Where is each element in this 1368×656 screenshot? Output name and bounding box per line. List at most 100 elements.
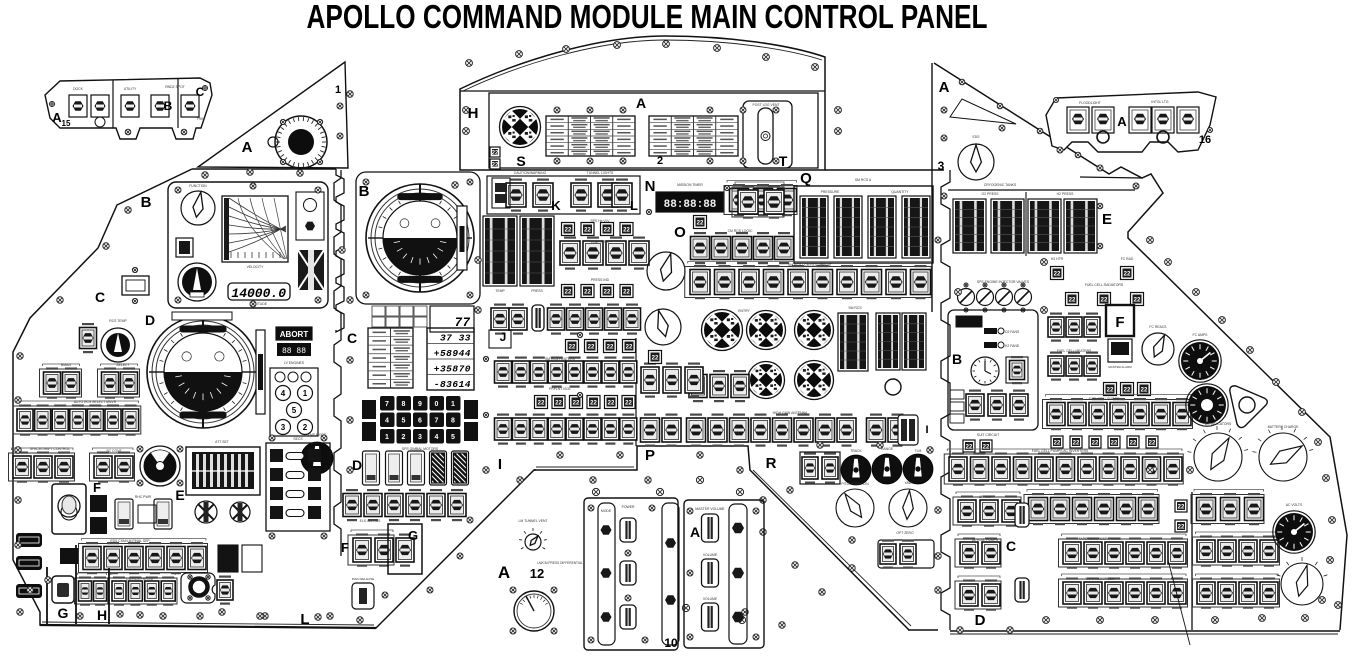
svg-text:5: 5 <box>292 406 297 415</box>
svg-text:POST LDG VENT: POST LDG VENT <box>752 103 779 107</box>
svg-text:22: 22 <box>1073 440 1080 446</box>
svg-text:D: D <box>352 457 362 473</box>
svg-text:22: 22 <box>590 400 597 406</box>
svg-text:22: 22 <box>565 289 572 295</box>
svg-text:OPT ZERO: OPT ZERO <box>896 531 914 535</box>
svg-text:PRESS IND: PRESS IND <box>591 278 610 282</box>
svg-text:22: 22 <box>1054 271 1061 277</box>
svg-text:TEMP: TEMP <box>495 289 505 293</box>
svg-text:TUNNEL LIGHTS: TUNNEL LIGHTS <box>587 171 614 175</box>
svg-text:22: 22 <box>1134 297 1141 303</box>
svg-text:FC AMPS: FC AMPS <box>1193 333 1209 337</box>
svg-text:LINE HTRS: LINE HTRS <box>591 240 609 244</box>
svg-text:POWER: POWER <box>622 505 635 509</box>
svg-text:22: 22 <box>1141 387 1148 393</box>
svg-text:22: 22 <box>555 400 562 406</box>
svg-text:3: 3 <box>938 159 945 173</box>
svg-text:9: 9 <box>418 401 422 408</box>
svg-text:TLM: TLM <box>915 449 922 453</box>
svg-text:22: 22 <box>1111 440 1118 446</box>
svg-text:E: E <box>175 487 184 503</box>
svg-text:5: 5 <box>402 418 406 425</box>
svg-text:GLYCOL PUMPS: GLYCOL PUMPS <box>972 538 999 542</box>
svg-text:P: P <box>645 447 655 464</box>
svg-text:22: 22 <box>625 400 632 406</box>
svg-text:C: C <box>1006 538 1016 554</box>
svg-text:22: 22 <box>652 355 659 361</box>
svg-text:22: 22 <box>1069 297 1076 303</box>
svg-text:22: 22 <box>584 289 591 295</box>
svg-text:22: 22 <box>573 400 580 406</box>
svg-text:I: I <box>925 424 928 436</box>
svg-text:B: B <box>359 183 370 200</box>
svg-text:SM RCS A: SM RCS A <box>855 178 872 182</box>
svg-text:ENTRY: ENTRY <box>738 309 750 313</box>
svg-text:SECS: SECS <box>293 437 303 441</box>
svg-text:UP TLM: UP TLM <box>979 495 991 499</box>
svg-text:22: 22 <box>983 444 990 450</box>
svg-text:H2 PRESS: H2 PRESS <box>1057 192 1075 196</box>
svg-text:1: 1 <box>335 84 341 96</box>
svg-text:TAPE RECORDER POWER: TAPE RECORDER POWER <box>1079 537 1122 541</box>
svg-text:SELECT: SELECT <box>116 363 129 367</box>
svg-text:SC CONT: SC CONT <box>106 449 121 453</box>
svg-text:VOLUME: VOLUME <box>703 597 718 601</box>
svg-text:A: A <box>690 524 700 540</box>
svg-text:BMAG: BMAG <box>61 363 71 367</box>
svg-text:22: 22 <box>623 227 630 233</box>
svg-text:FUEL CELL PUMPS AC INVERTERS: FUEL CELL PUMPS AC INVERTERS <box>1032 449 1089 453</box>
svg-text:PRESS: PRESS <box>531 289 543 293</box>
svg-text:MASTER VOLUME: MASTER VOLUME <box>695 507 725 511</box>
svg-text:H2 FANS: H2 FANS <box>1005 344 1020 348</box>
svg-text:O2 PRESS: O2 PRESS <box>982 192 1000 196</box>
svg-text:22: 22 <box>1101 297 1108 303</box>
svg-text:AUTO RCS SELECT MNVR: AUTO RCS SELECT MNVR <box>74 400 117 404</box>
svg-text:SPS ENGINE INJECTOR VALVES: SPS ENGINE INJECTOR VALVES <box>977 280 1030 284</box>
svg-text:A: A <box>939 79 950 96</box>
svg-text:CAUTION/WARNING: CAUTION/WARNING <box>514 171 547 175</box>
svg-text:22: 22 <box>1178 524 1185 530</box>
svg-text:S: S <box>516 153 525 169</box>
svg-text:RCS TEMP: RCS TEMP <box>109 319 127 323</box>
svg-text:22: 22 <box>607 344 614 350</box>
svg-text:7: 7 <box>435 418 439 425</box>
svg-text:TRK: TRK <box>197 117 205 121</box>
svg-text:88:88:88: 88:88:88 <box>664 199 717 211</box>
svg-text:EDS CSM/LM FINAL SEP: EDS CSM/LM FINAL SEP <box>110 539 150 543</box>
svg-text:T: T <box>779 153 788 169</box>
svg-text:L: L <box>630 198 638 213</box>
svg-text:FUEL CELL RADIATORS: FUEL CELL RADIATORS <box>1085 283 1124 287</box>
svg-text:SM RCS: SM RCS <box>848 306 862 310</box>
svg-text:4: 4 <box>435 434 439 441</box>
svg-text:2: 2 <box>402 434 406 441</box>
svg-text:22: 22 <box>588 344 595 350</box>
svg-text:MAIN RELEASE: MAIN RELEASE <box>352 577 374 581</box>
svg-text:22: 22 <box>1107 387 1114 393</box>
svg-text:14000.0: 14000.0 <box>231 286 286 301</box>
svg-text:A: A <box>636 95 646 111</box>
svg-text:FUEL CELL HEATERS: FUEL CELL HEATERS <box>1057 349 1092 353</box>
svg-text:UTILITY: UTILITY <box>124 87 137 91</box>
svg-text:SM RCS / CM RCS PRPLNT: SM RCS / CM RCS PRPLNT <box>788 263 832 267</box>
svg-text:O2 FANS: O2 FANS <box>1005 330 1020 334</box>
svg-text:O: O <box>674 224 686 241</box>
svg-text:J: J <box>500 330 507 344</box>
svg-text:ATT SET: ATT SET <box>215 440 229 444</box>
svg-text:+58944: +58944 <box>434 348 471 359</box>
svg-text:MISSION TIMER: MISSION TIMER <box>677 183 703 187</box>
svg-text:INTGL LTG: INTGL LTG <box>1151 100 1169 104</box>
svg-text:22: 22 <box>492 150 499 156</box>
svg-text:8: 8 <box>402 401 406 408</box>
svg-text:R: R <box>766 455 777 472</box>
svg-text:22: 22 <box>1178 504 1185 510</box>
svg-text:LV ENGINES: LV ENGINES <box>284 361 305 365</box>
svg-text:K: K <box>551 198 561 213</box>
svg-text:16: 16 <box>1199 134 1211 146</box>
svg-text:C: C <box>95 289 105 305</box>
svg-text:1: 1 <box>303 389 308 398</box>
svg-text:12: 12 <box>530 566 544 581</box>
svg-text:SM RCS HEATERS: SM RCS HEATERS <box>545 357 576 361</box>
svg-text:A: A <box>1117 114 1127 129</box>
svg-text:1: 1 <box>385 434 389 441</box>
svg-text:37 33: 37 33 <box>440 333 471 344</box>
